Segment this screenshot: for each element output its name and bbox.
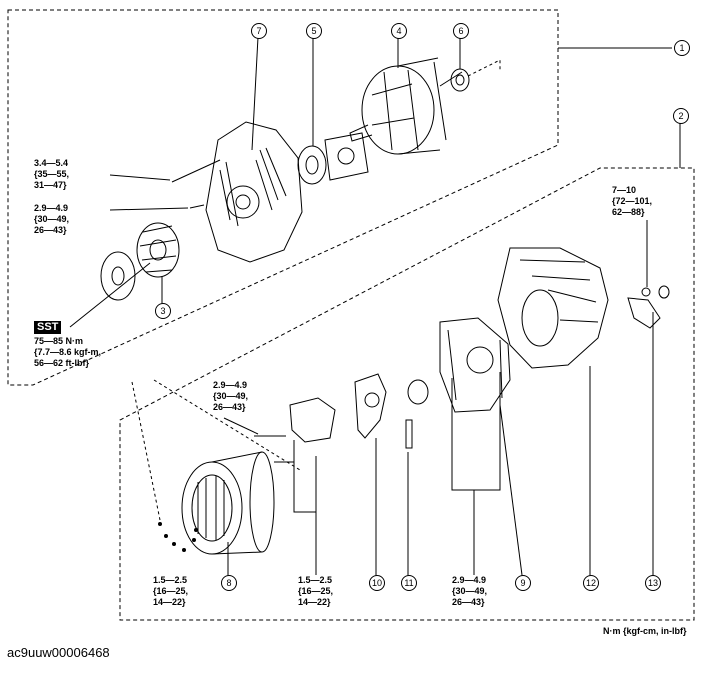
image-caption: ac9uuw00006468 bbox=[7, 645, 110, 660]
regulator-part bbox=[289, 373, 387, 443]
brush-part bbox=[405, 379, 429, 449]
alternator-exploded-diagram bbox=[7, 9, 695, 621]
callout-1: 1 bbox=[674, 40, 690, 56]
torque-stator-screws: 1.5—2.5 {16—25, 14—22} bbox=[153, 575, 189, 607]
group-1-boundary bbox=[7, 9, 559, 386]
callout-13: 13 bbox=[645, 575, 661, 591]
callout-7: 7 bbox=[251, 23, 267, 39]
stator-part bbox=[181, 451, 275, 555]
rear-housing-part bbox=[497, 247, 609, 369]
torque-brush-screws: 1.5—2.5 {16—25, 14—22} bbox=[298, 575, 334, 607]
torque-regulator-screws: 2.9—4.9 {30—49, 26—43} bbox=[213, 380, 249, 412]
callout-9: 9 bbox=[515, 575, 531, 591]
torque-pulley-nut: 75—85 N·m {7.7—8.6 kgf-m, 56—62 ft-lbf} bbox=[34, 336, 102, 368]
front-housing-part bbox=[205, 121, 303, 263]
callout-10: 10 bbox=[369, 575, 385, 591]
pulley-part bbox=[100, 222, 180, 301]
slip-ring-part bbox=[450, 68, 470, 92]
sst-badge: SST bbox=[34, 321, 62, 334]
rotor-part bbox=[349, 57, 463, 155]
callout-8: 8 bbox=[221, 575, 237, 591]
callout-12: 12 bbox=[583, 575, 599, 591]
callout-4: 4 bbox=[391, 23, 407, 39]
callout-11: 11 bbox=[401, 575, 417, 591]
callout-5: 5 bbox=[306, 23, 322, 39]
bearing-part bbox=[297, 132, 369, 185]
callout-6: 6 bbox=[453, 23, 469, 39]
torque-rectifier-screws: 2.9—4.9 {30—49, 26—43} bbox=[452, 575, 488, 607]
torque-long-bolt: 3.4—5.4 {35—55, 31—47} bbox=[34, 158, 70, 190]
terminal-nut-part bbox=[627, 285, 670, 329]
units-note: N·m {kgf-cm, in-lbf} bbox=[603, 626, 687, 636]
callout-2: 2 bbox=[673, 108, 689, 124]
torque-short-bolt: 2.9—4.9 {30—49, 26—43} bbox=[34, 203, 70, 235]
callout-3: 3 bbox=[155, 303, 171, 319]
torque-terminal-nut: 7—10 {72—101, 62—88} bbox=[612, 185, 653, 217]
group-2-boundary bbox=[119, 167, 695, 621]
